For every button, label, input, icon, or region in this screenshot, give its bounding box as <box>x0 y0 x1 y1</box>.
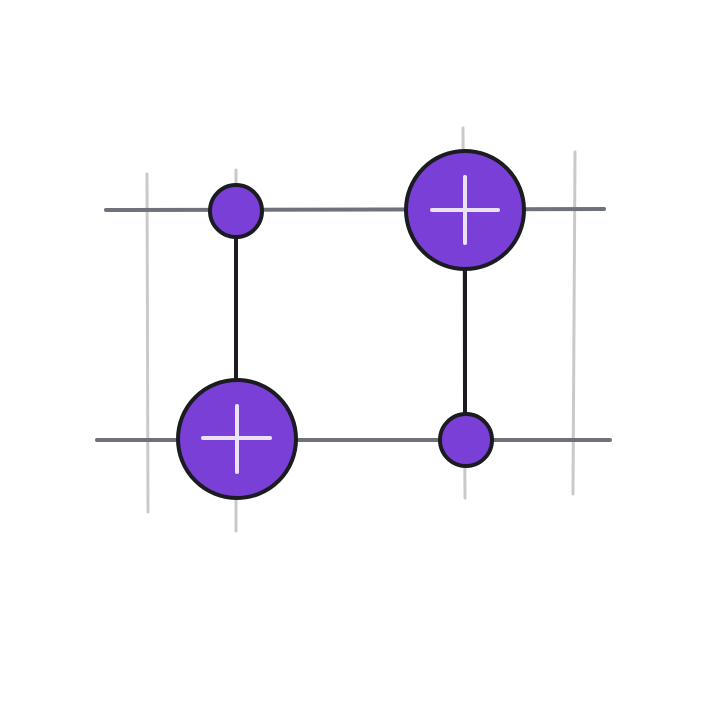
gate-2-control-dot <box>438 412 494 468</box>
guide-line-right <box>571 150 577 496</box>
gate-1-control-dot <box>208 183 264 239</box>
guide-line-left <box>145 172 150 514</box>
qubit-wire-top <box>104 207 606 212</box>
